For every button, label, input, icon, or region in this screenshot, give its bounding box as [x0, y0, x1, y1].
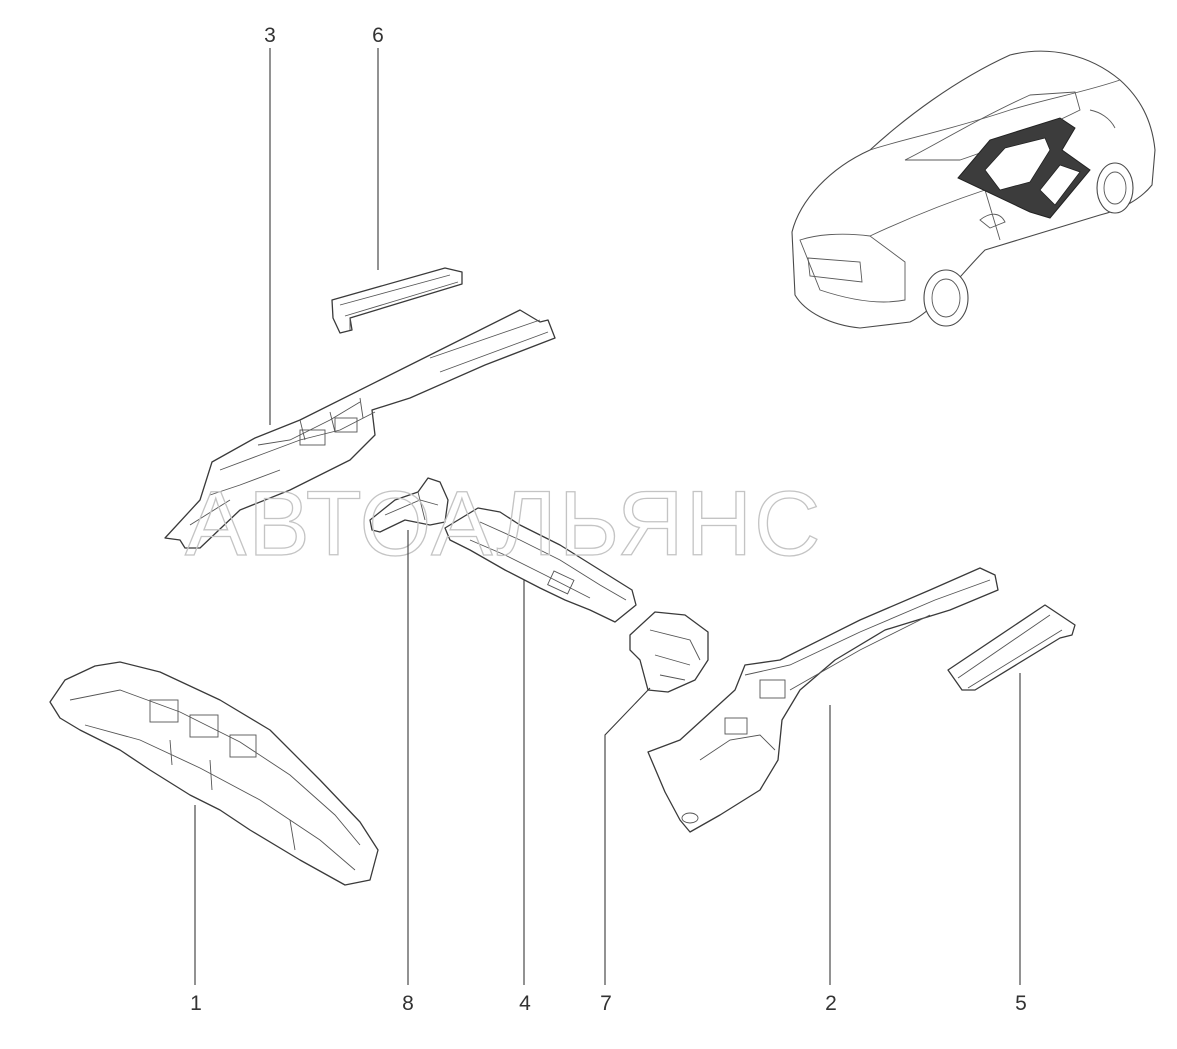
callout-4: 4	[519, 992, 531, 1015]
leader-line-7	[604, 687, 651, 985]
part-5-drawing	[947, 604, 1076, 691]
part-3-drawing	[164, 309, 556, 549]
callout-1: 1	[190, 992, 202, 1015]
callout-numbers: 3 6 1 8 4 7 2 5	[190, 24, 1027, 1015]
watermark-text: АВТОАЛЬЯНС	[185, 473, 823, 575]
callout-2: 2	[825, 992, 837, 1015]
callout-6: 6	[372, 24, 384, 47]
callout-5: 5	[1015, 992, 1027, 1015]
part-7-drawing	[629, 611, 709, 693]
part-6-drawing	[331, 267, 463, 334]
callout-8: 8	[402, 992, 414, 1015]
leader-lines	[194, 48, 1021, 985]
part-2-drawing	[647, 567, 999, 833]
car-overview-illustration	[791, 50, 1156, 329]
part-4-drawing	[444, 507, 637, 623]
part-1-drawing	[49, 661, 379, 886]
part-8-drawing	[369, 477, 449, 533]
callout-3: 3	[264, 24, 276, 47]
callout-7: 7	[600, 992, 612, 1015]
